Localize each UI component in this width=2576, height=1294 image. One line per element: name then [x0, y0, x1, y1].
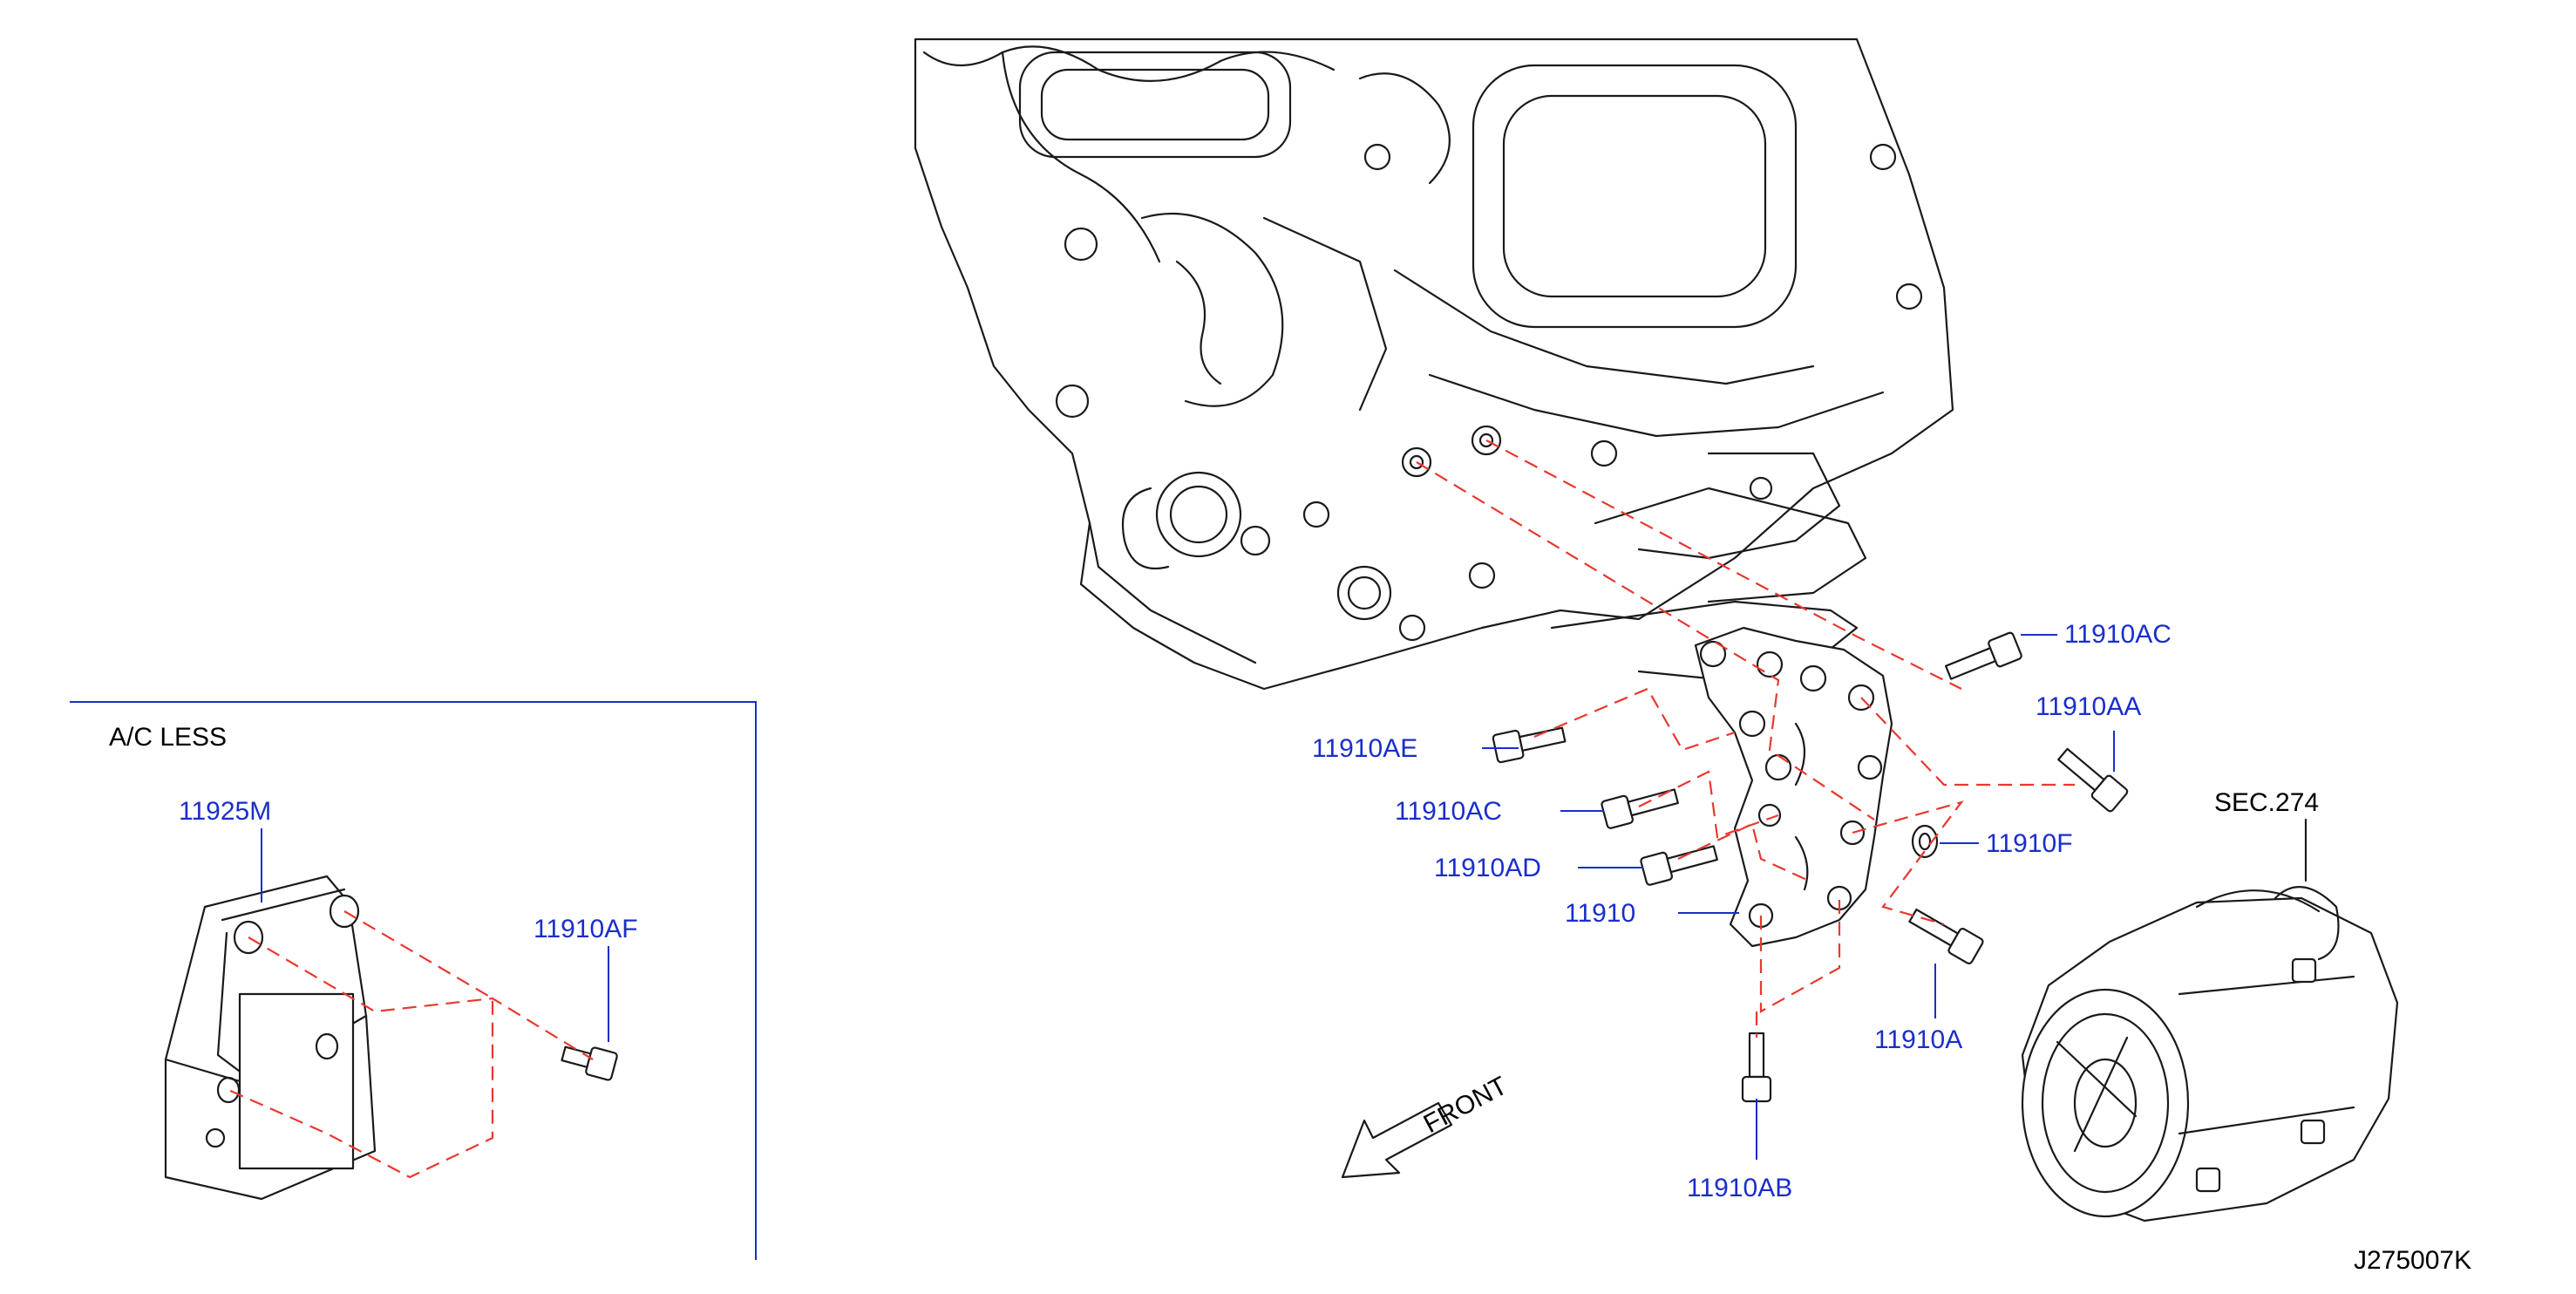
- front-direction-arrow: [1341, 1101, 1453, 1179]
- label-11910aa[interactable]: 11910AA: [2036, 692, 2141, 721]
- main-bracket-11910: [1694, 626, 1893, 948]
- label-11910ac-mid[interactable]: 11910AC: [1395, 797, 1502, 826]
- bolt-11910af: [561, 1045, 618, 1081]
- label-11910af[interactable]: 11910AF: [534, 915, 638, 943]
- label-11910ad[interactable]: 11910AD: [1434, 854, 1541, 882]
- label-11910f[interactable]: 11910F: [1986, 829, 2073, 858]
- inset-assembly-lines: [228, 910, 594, 1179]
- bolt-11910ae: [1492, 726, 1567, 764]
- drawing-code: J275007K: [2354, 1246, 2471, 1275]
- inset-title: A/C LESS: [109, 723, 227, 752]
- bolt-11910ad: [1640, 845, 1718, 886]
- bracket-11925m-illustration: [164, 875, 377, 1201]
- bolt-11910ab: [1741, 1032, 1772, 1103]
- label-11910ae[interactable]: 11910AE: [1312, 734, 1417, 763]
- bolt-11910ac-top: [1945, 631, 2022, 680]
- section-reference[interactable]: SEC.274: [2214, 788, 2319, 817]
- assembly-lines: [1416, 439, 2075, 1038]
- ac-compressor-illustration: [2021, 886, 2399, 1222]
- bolt-11910ac-mid: [1601, 788, 1679, 829]
- label-11910ac-top[interactable]: 11910AC: [2064, 620, 2172, 649]
- leader-lines: [261, 634, 2308, 1160]
- label-11910[interactable]: 11910: [1565, 899, 1635, 928]
- bolt-11910aa: [2057, 747, 2129, 813]
- label-11910ab[interactable]: 11910AB: [1687, 1174, 1792, 1202]
- ac-less-inset-frame: [70, 701, 757, 1260]
- label-11910a[interactable]: 11910A: [1874, 1025, 1962, 1054]
- bolt-11910a: [1908, 908, 1984, 964]
- label-11925m[interactable]: 11925M: [179, 797, 271, 826]
- washer-11910f: [1911, 824, 1939, 859]
- engine-block-illustration: [914, 37, 1954, 691]
